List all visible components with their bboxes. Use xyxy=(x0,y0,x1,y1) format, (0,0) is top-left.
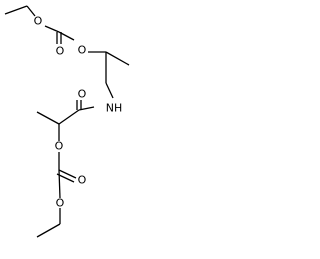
atom-o-carbonyl-bottom: O xyxy=(78,174,87,187)
atom-o-ester-top: O xyxy=(34,15,43,28)
atom-o-amide: O xyxy=(78,88,87,101)
bond-o-ester-top-carbonyl-c xyxy=(44,25,60,33)
bond-ethyl-bottom-ch2-ch3 xyxy=(36,223,61,238)
bond-ch-top-methyl xyxy=(105,51,130,66)
atom-o-link-bottom: O xyxy=(55,140,64,153)
bond-ch-bottom-methyl xyxy=(36,111,60,125)
bond-amide-c-ch xyxy=(58,109,80,125)
bond-ch2-nh xyxy=(105,82,114,99)
bond-carbonyl-bottom-double-a xyxy=(58,169,77,179)
atom-o-carbonyl-top: O xyxy=(56,45,65,58)
molecule-structure: O O O NH O O O O xyxy=(4,5,130,238)
atom-o-ester-bottom: O xyxy=(56,197,65,210)
bond-carbonyl-bottom-c-o-ester xyxy=(58,169,61,199)
atom-o-link-top: O xyxy=(78,44,87,57)
bond-carbonyl-top-c-o-link xyxy=(58,31,75,41)
bond-ethyl-top-c1-c2 xyxy=(4,5,28,15)
bond-ethyl-top-c2-o xyxy=(26,5,36,17)
atom-n-amide: NH xyxy=(106,102,123,115)
